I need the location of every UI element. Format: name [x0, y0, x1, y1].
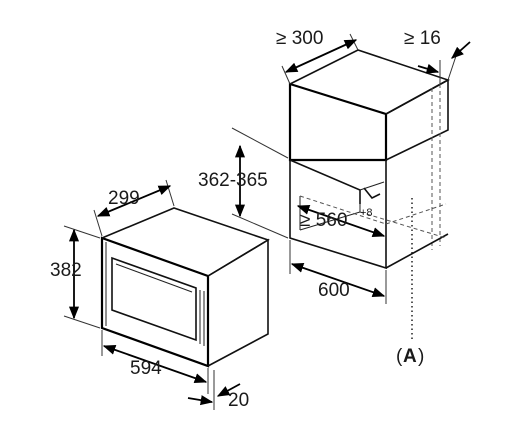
dim-appliance-height-label: 382 [50, 260, 82, 281]
callout-a-open-paren: ( [396, 346, 403, 367]
dim-top-depth: ≥ 300 [276, 28, 359, 85]
callout-a-letter: A [403, 346, 417, 367]
dim-appliance-height: 382 [50, 225, 101, 329]
dim-niche-height-label: 362-365 [198, 170, 268, 191]
dim-side-gap-label: ≥ 16 [404, 28, 441, 49]
dim-appliance-width-label: 594 [130, 358, 162, 379]
appliance-drawing [100, 207, 270, 368]
dim-front-offset: 20 [187, 370, 249, 411]
dim-front-offset-label: 20 [228, 390, 249, 411]
dim-appliance-depth: 299 [93, 179, 175, 237]
callout-a: ( A ) [396, 346, 424, 367]
dim-niche-width-tolerance: +8 [360, 207, 373, 219]
dim-niche-width: ≥ 560 +8 [296, 204, 386, 238]
callout-a-close-paren: ) [418, 346, 424, 367]
dim-niche-height: 362-365 [198, 127, 289, 239]
dim-top-depth-label: ≥ 300 [276, 28, 323, 49]
dim-appliance-depth-label: 299 [108, 188, 140, 209]
dim-niche-width-label: ≥ 560 [300, 210, 347, 231]
dim-side-gap: ≥ 16 [404, 28, 471, 84]
cabinet-drawing [288, 49, 450, 340]
dim-cabinet-width-label: 600 [318, 280, 350, 301]
dim-appliance-width: 594 [101, 330, 209, 394]
dim-cabinet-width: 600 [289, 240, 387, 304]
